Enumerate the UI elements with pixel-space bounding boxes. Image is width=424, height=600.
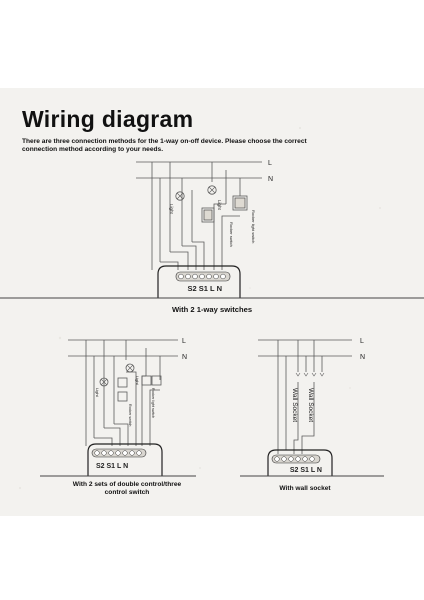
d1-light-label: Light [169, 204, 174, 215]
diagram-two-one-way-switches [0, 161, 424, 299]
diagram-double-control-switch [40, 339, 196, 477]
d2-light-label: Light [95, 388, 100, 398]
page-subtitle: There are three connection methods for t… [22, 138, 307, 154]
d1-light-bulb-icon [175, 191, 185, 201]
d1-module [157, 265, 241, 298]
d1-light-label-2: Light [217, 200, 222, 211]
d3-neutral-label: N [360, 354, 365, 361]
d2-module [87, 443, 163, 476]
d3-module [267, 449, 333, 476]
d3-socket-label-2: Wall Socket [307, 388, 314, 422]
d3-socket-label: Wall Socket [291, 388, 298, 422]
d2-light-label-2: Light [135, 376, 140, 386]
paper-texture [18, 116, 381, 490]
page-title: Wiring diagram [22, 106, 194, 132]
d2-switch-a [117, 377, 128, 388]
d2-light-bulb-icon [99, 377, 109, 387]
d1-switch-label-2: Rocker light switch [251, 210, 256, 243]
d2-switch-d [151, 375, 162, 386]
d1-switch-label: Rocker switch [229, 222, 234, 247]
d1-rocker-switch [201, 207, 215, 223]
diagram-wall-socket [240, 339, 384, 477]
d2-switch-b [117, 391, 128, 402]
caption-double-control-switch: With 2 sets of double control/three cont… [72, 481, 182, 497]
d2-terminal-labels: S2 S1 L N [96, 463, 128, 470]
d2-neutral-label: N [182, 354, 187, 361]
caption-wall-socket: With wall socket [279, 485, 331, 492]
d1-terminal-labels: S2 S1 L N [188, 284, 222, 293]
d2-switch-label: Rocker switch [128, 404, 132, 426]
d3-terminal-labels: S2 S1 L N [290, 467, 322, 474]
d1-neutral-label: N [268, 176, 273, 183]
d1-light-bulb-icon-2 [207, 185, 217, 195]
d3-socket-contacts-2 [311, 372, 325, 377]
d3-live-label: L [360, 338, 364, 345]
d2-light-bulb-icon-2 [125, 363, 135, 373]
caption-two-one-way-switches: With 2 1-way switches [171, 305, 253, 314]
d3-socket-contacts [295, 372, 309, 377]
d1-live-label: L [268, 160, 272, 167]
d2-switch-c [141, 375, 152, 386]
d1-rocker-light-switch [232, 195, 248, 211]
d2-live-label: L [182, 338, 186, 345]
d2-switch-label-2: Rocker light switch [151, 388, 155, 418]
diagram-panel [0, 88, 424, 516]
